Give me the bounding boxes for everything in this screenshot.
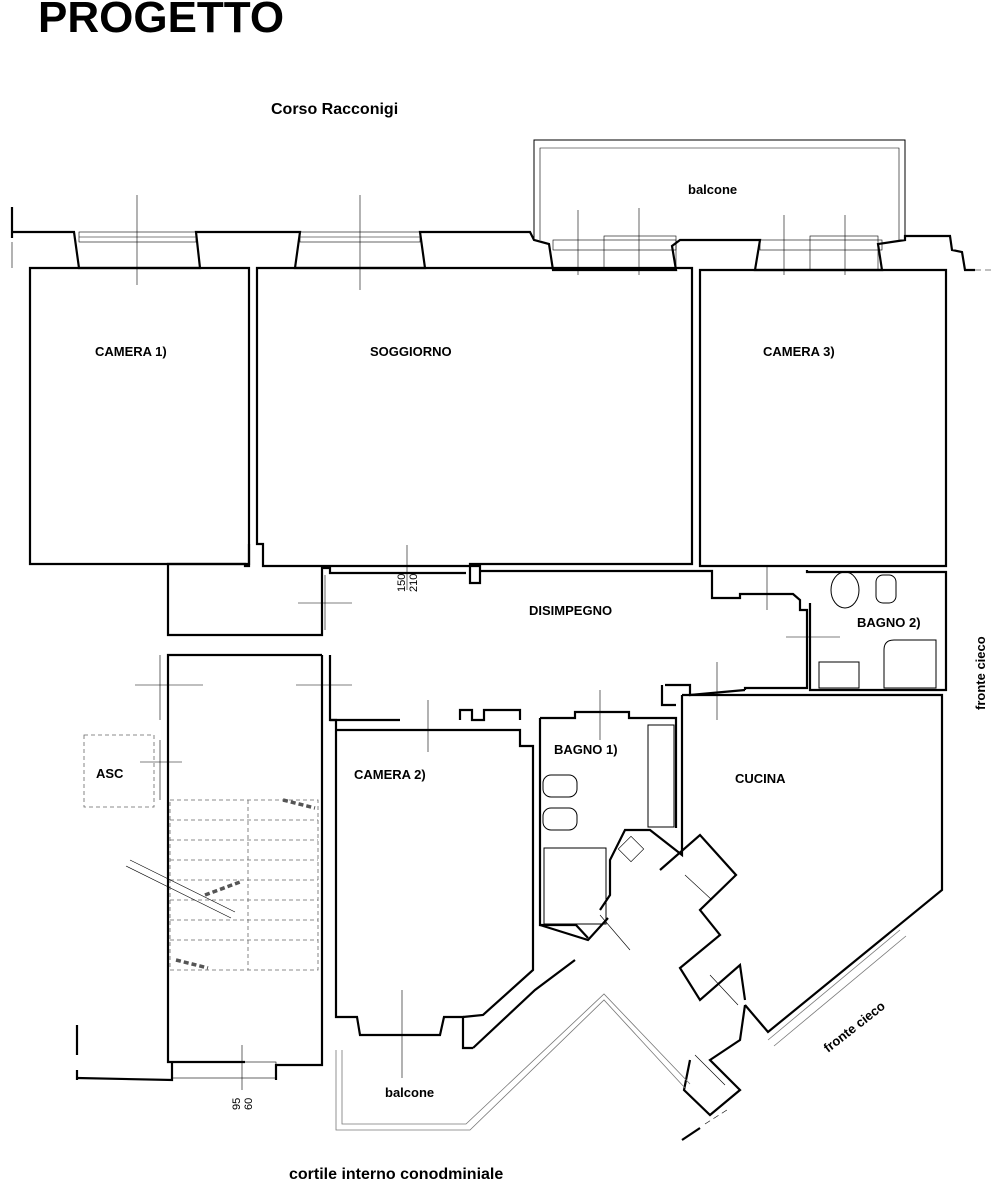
- dim-210: 210: [408, 574, 420, 592]
- dim-60: 60: [243, 1098, 255, 1110]
- label-asc: ASC: [96, 766, 124, 781]
- bagno2-fixtures: [818, 571, 937, 689]
- label-cucina: CUCINA: [735, 771, 786, 786]
- camera1-walls: [28, 266, 251, 566]
- label-camera1: CAMERA 1): [95, 344, 167, 359]
- soggiorno-walls: [255, 266, 694, 585]
- note-fronte-cieco-diag: fronte cieco: [821, 998, 888, 1055]
- note-fronte-cieco-right: fronte cieco: [973, 636, 988, 710]
- label-camera2: CAMERA 2): [354, 767, 426, 782]
- courtyard-label: cortile interno conodminiale: [289, 1166, 503, 1181]
- reference-crosses: [135, 195, 846, 1090]
- dim-95: 95: [231, 1098, 243, 1110]
- label-balcone-bottom: balcone: [385, 1085, 434, 1100]
- label-bagno2: BAGNO 2): [857, 615, 921, 630]
- label-disimpegno: DISIMPEGNO: [529, 603, 612, 618]
- camera3-walls: [698, 268, 948, 568]
- bottom-balcony: [335, 993, 691, 1131]
- label-balcone-top: balcone: [688, 182, 737, 197]
- bottom-facade: [75, 1025, 731, 1141]
- bagno1-fixtures: [542, 724, 675, 925]
- label-soggiorno: SOGGIORNO: [370, 344, 452, 359]
- elevator-shaft: [83, 734, 155, 808]
- street-facade: [10, 207, 994, 272]
- street-name: Corso Racconigi: [271, 101, 398, 118]
- project-title: PROGETTO: [38, 0, 284, 42]
- top-balcony: [533, 139, 906, 240]
- interior-walls: [166, 544, 948, 1117]
- dim-150: 150: [396, 574, 408, 592]
- label-bagno1: BAGNO 1): [554, 742, 618, 757]
- label-camera3: CAMERA 3): [763, 344, 835, 359]
- staircase: [125, 798, 319, 971]
